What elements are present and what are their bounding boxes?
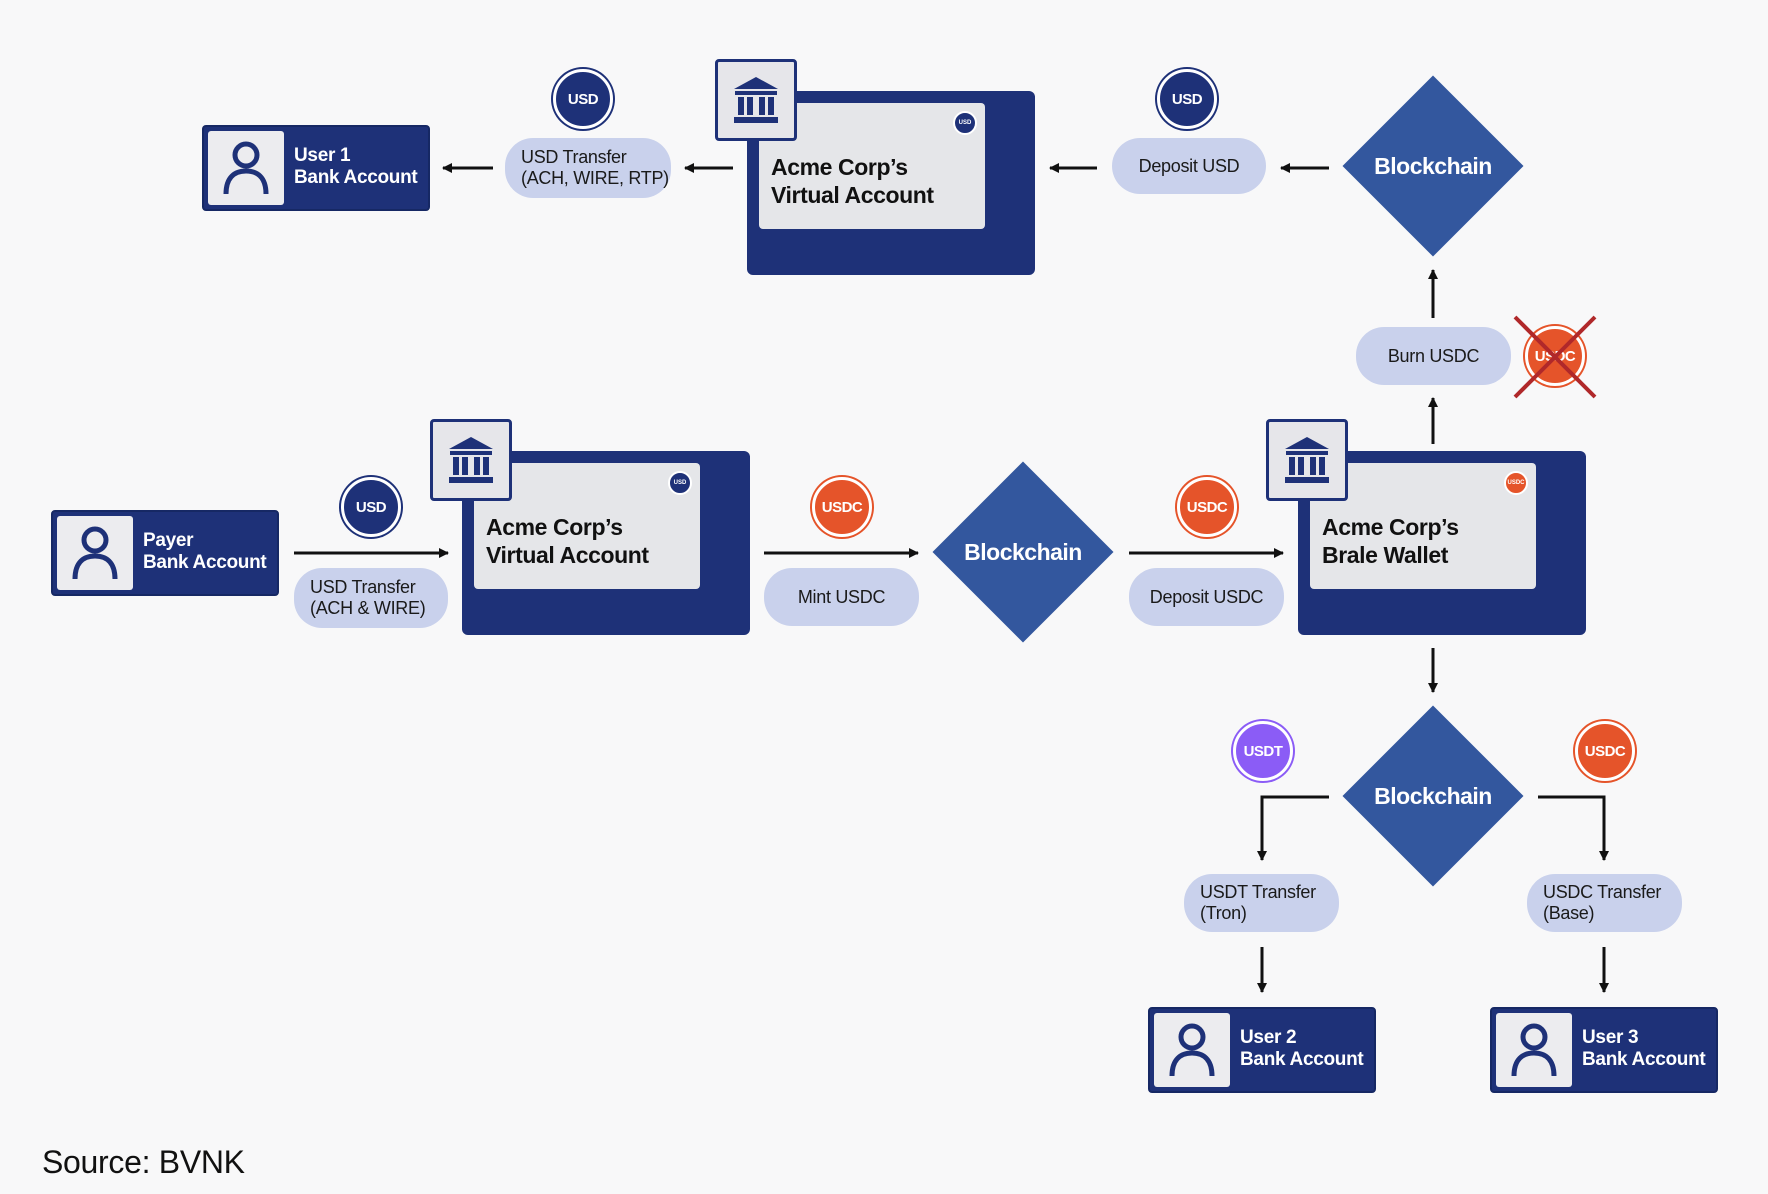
- person-icon: [208, 131, 284, 205]
- usd-coin-badge: USD: [1157, 69, 1217, 129]
- user2-label-line2: Bank Account: [1240, 1049, 1364, 1070]
- usd-transfer-in-line2: (ACH & WIRE): [310, 598, 426, 618]
- mint-usdc-step: Mint USDC: [764, 568, 919, 626]
- user1-label-line2: Bank Account: [294, 167, 418, 188]
- burn-usdc-step: Burn USDC: [1356, 327, 1511, 385]
- usdt-coin-badge: USDT: [1233, 721, 1293, 781]
- burn-cross-icon: [1513, 315, 1597, 399]
- person-icon: [57, 516, 133, 590]
- person-icon: [1496, 1013, 1572, 1087]
- brale-wallet-line2: Brale Wallet: [1322, 542, 1449, 568]
- user2-label-line1: User 2: [1240, 1027, 1297, 1048]
- usdc-mini-coin: USDC: [1504, 471, 1528, 495]
- deposit-usdc-step: Deposit USDC: [1129, 568, 1284, 626]
- usdt-transfer-line1: USDT Transfer: [1200, 882, 1316, 902]
- virtual-account-mid-line1: Acme Corp’s: [486, 514, 623, 540]
- blockchain-top: Blockchain: [1342, 75, 1524, 257]
- usd-transfer-in-line1: USD Transfer: [310, 577, 416, 597]
- usd-transfer-out-line2: (ACH, WIRE, RTP): [521, 168, 669, 188]
- payer-label-line2: Bank Account: [143, 552, 267, 573]
- usdc-transfer-step: USDC Transfer(Base): [1527, 874, 1682, 932]
- usdc-coin-badge: USDC: [1575, 721, 1635, 781]
- usdc-coin-badge: USDC: [1177, 477, 1237, 537]
- source-caption: Source: BVNK: [42, 1144, 245, 1180]
- usd-transfer-in-step: USD Transfer(ACH & WIRE): [294, 568, 448, 628]
- usd-transfer-out-step: USD Transfer(ACH, WIRE, RTP): [505, 138, 671, 198]
- blockchain-top-label: Blockchain: [1374, 152, 1492, 179]
- usd-coin-badge: USD: [341, 477, 401, 537]
- person-icon: [1154, 1013, 1230, 1087]
- virtual-account-top-line1: Acme Corp’s: [771, 154, 908, 180]
- blockchain-bottom-label: Blockchain: [1374, 782, 1492, 809]
- blockchain-mid: Blockchain: [932, 461, 1114, 643]
- usd-mini-coin: USD: [953, 111, 977, 135]
- bank-building-icon: [1266, 419, 1348, 501]
- user3-label-line1: User 3: [1582, 1027, 1639, 1048]
- usdt-transfer-line2: (Tron): [1200, 903, 1247, 923]
- deposit-usd-step: Deposit USD: [1112, 138, 1266, 194]
- user1-label-line1: User 1: [294, 145, 351, 166]
- virtual-account-mid-line2: Virtual Account: [486, 542, 649, 568]
- usd-coin-badge: USD: [553, 69, 613, 129]
- virtual-account-top-line2: Virtual Account: [771, 182, 934, 208]
- usd-transfer-out-line1: USD Transfer: [521, 147, 627, 167]
- usdt-transfer-step: USDT Transfer(Tron): [1184, 874, 1339, 932]
- usdc-transfer-line2: (Base): [1543, 903, 1595, 923]
- branch-to-usdc-transfer: [1538, 795, 1609, 861]
- bank-building-icon: [715, 59, 797, 141]
- payer-label-line1: Payer: [143, 530, 194, 551]
- branch-to-usdt-transfer: [1257, 795, 1329, 861]
- usd-mini-coin: USD: [668, 471, 692, 495]
- bank-building-icon: [430, 419, 512, 501]
- blockchain-bottom: Blockchain: [1342, 705, 1524, 887]
- blockchain-mid-label: Blockchain: [964, 538, 1082, 565]
- usdc-transfer-line1: USDC Transfer: [1543, 882, 1662, 902]
- brale-wallet-line1: Acme Corp’s: [1322, 514, 1459, 540]
- user3-label-line2: Bank Account: [1582, 1049, 1706, 1070]
- usdc-coin-badge: USDC: [812, 477, 872, 537]
